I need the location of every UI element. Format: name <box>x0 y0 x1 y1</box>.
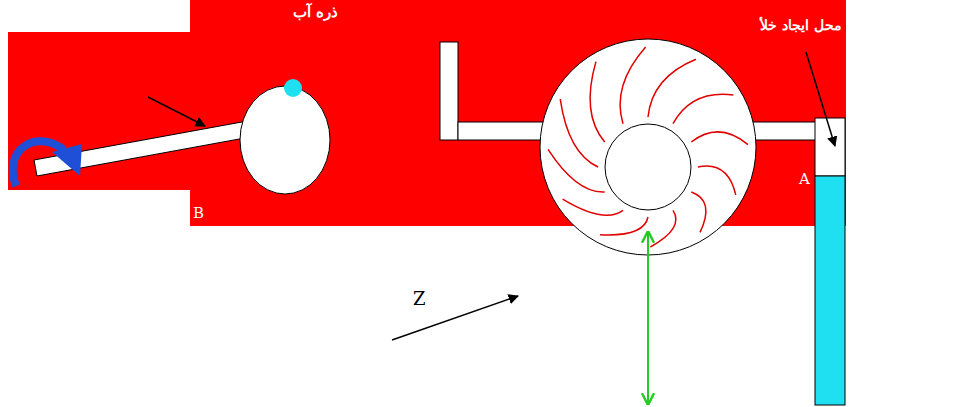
pump-casing <box>540 39 756 255</box>
vacuum-location-label: محل ایجاد خلأ <box>760 18 842 33</box>
impeller-blade <box>698 166 736 195</box>
disk <box>240 86 330 194</box>
impeller-blade <box>673 94 733 123</box>
outlet-pipe <box>440 42 458 140</box>
impeller-blades <box>548 47 748 247</box>
impeller-blade <box>650 210 676 247</box>
outlet-pipe <box>458 122 546 140</box>
water-droplet <box>284 79 302 97</box>
water-droplet-label: ذره آب <box>293 4 338 21</box>
z-leader <box>392 296 518 340</box>
impeller-blade <box>691 132 748 145</box>
point-label: A <box>799 171 810 188</box>
impeller-blade <box>560 99 598 167</box>
vacuum-pipe <box>815 118 845 176</box>
rotation-arrow <box>13 141 64 186</box>
impeller-blade <box>590 62 605 142</box>
impeller-blade <box>620 47 646 124</box>
point-label: B <box>193 205 204 222</box>
height-arrow <box>647 232 649 404</box>
water-column <box>815 176 845 405</box>
impeller-hub <box>605 124 691 210</box>
rotation-arrowhead <box>52 144 82 176</box>
pointer-arrow <box>148 97 205 126</box>
height-label: Z <box>413 289 426 309</box>
vacuum-leader <box>806 52 835 146</box>
impeller-blade <box>548 149 605 192</box>
impeller-blade <box>648 59 696 117</box>
impeller-blade <box>563 199 623 215</box>
impeller-blade <box>600 217 648 235</box>
impeller-blade <box>691 192 706 232</box>
